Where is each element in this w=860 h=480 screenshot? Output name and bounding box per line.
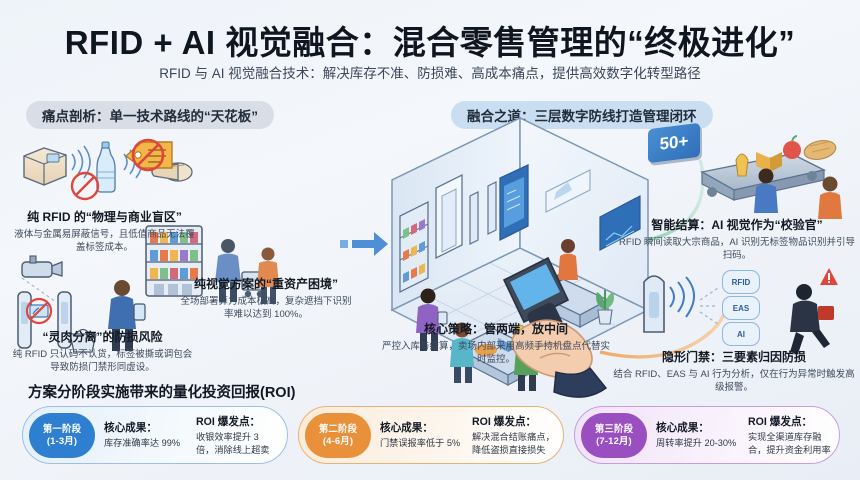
roi-result-value: 周转率提升 20-30% [656, 438, 737, 449]
page-title: RFID + AI 视觉融合：混合零售管理的“终极进化” [64, 24, 796, 61]
roi-impact-value: 实现全渠道库存融合，提升资金利用率 [748, 432, 831, 455]
caption-heading: 纯 RFID 的“物理与商业盲区” [27, 210, 182, 224]
roi-result-value: 门禁误报率低于 5% [380, 438, 461, 449]
roi-phase-range: (1-3月) [46, 435, 78, 446]
caption-body: 严控入库与结算，卖场内部采用高频手持机盘点代替实时监控。 [381, 341, 610, 366]
roi-impact-col: ROI 爆发点： 解决混合结账痛点，降低盗损直接损失 [472, 414, 555, 456]
art-rfid-blindspot [23, 138, 193, 201]
roi-phase-range: (7-12月) [596, 435, 632, 446]
caption-heading: 智能结算：AI 视觉作为“校验官” [651, 218, 823, 232]
badge-50-plus: 50+ [648, 122, 700, 164]
caption-heading: “灵肉分离”的防损风险 [42, 330, 163, 344]
chip-rfid: RFID [722, 270, 760, 294]
roi-result-col: 核心成果： 周转率提升 20-30% [656, 420, 739, 449]
caption-body: 全场部署算力成本极高，复杂遮挡下识别率难以达到 100%。 [180, 296, 352, 321]
roi-result-col: 核心成果： 门禁误报率低于 5% [380, 420, 463, 449]
roi-phase-card-3: 第三阶段 (7-12月) 核心成果： 周转率提升 20-30% ROI 爆发点：… [574, 406, 840, 464]
caption-body: 结合 RFID、EAS 与 AI 行为分析，仅在行为异常时触发高级报警。 [613, 369, 855, 394]
section-pill-fusion: 融合之道：三层数字防线打造管理闭环 [451, 101, 713, 129]
roi-phase-badge: 第二阶段 (4-6月) [305, 412, 371, 458]
roi-impact-col: ROI 爆发点： 收银效率提升 3 倍，消除线上超卖 [196, 414, 279, 456]
art-flow-arrow [340, 232, 388, 256]
page-subtitle: RFID 与 AI 视觉融合技术：解决库存不准、防损难、高成本痛点，提供高效数字… [159, 66, 701, 81]
roi-result-value: 库存准确率达 99% [104, 438, 181, 449]
roi-phase-card-2: 第二阶段 (4-6月) 核心成果： 门禁误报率低于 5% ROI 爆发点： 解决… [298, 406, 564, 464]
roi-impact-label: ROI 爆发点： [196, 416, 261, 429]
roi-impact-value: 收银效率提升 3 倍，消除线上超卖 [196, 432, 270, 455]
caption-rfid-blindspot: 纯 RFID 的“物理与商业盲区” 液体与金属易屏蔽信号，且低值商品无法覆盖标签… [12, 210, 197, 254]
caption-loss-prevention-risk: “灵肉分离”的防损风险 纯 RFID 只认码不认货，标签被撕或调包会导致防损门禁… [10, 330, 195, 374]
caption-invisible-gate: 隐形门禁：三要素归因防损 结合 RFID、EAS 与 AI 行为分析，仅在行为异… [612, 350, 856, 394]
roi-phase-badge: 第一阶段 (1-3月) [29, 412, 95, 458]
caption-core-strategy: 核心策略：管两端，放中间 严控入库与结算，卖场内部采用高频手持机盘点代替实时监控… [378, 322, 614, 366]
roi-phase-card-1: 第一阶段 (1-3月) 核心成果： 库存准确率达 99% ROI 爆发点： 收银… [22, 406, 288, 464]
roi-impact-value: 解决混合结账痛点，降低盗损直接损失 [472, 432, 555, 455]
caption-heading: 隐形门禁：三要素归因防损 [661, 350, 806, 364]
roi-phase-name: 第三阶段 [594, 422, 634, 434]
roi-result-col: 核心成果： 库存准确率达 99% [104, 420, 187, 449]
art-smart-checkout [700, 135, 842, 219]
caption-heading: 核心策略：管两端，放中间 [423, 322, 568, 336]
chip-ai: AI [722, 322, 760, 346]
roi-impact-col: ROI 爆发点： 实现全渠道库存融合，提升资金利用率 [748, 414, 831, 456]
roi-impact-label: ROI 爆发点： [472, 416, 537, 429]
roi-phase-range: (4-6月) [322, 435, 354, 446]
caption-body: 纯 RFID 只认码不认货，标签被撕或调包会导致防损门禁形同虚设。 [12, 349, 193, 374]
roi-phase-badge: 第三阶段 (7-12月) [581, 412, 647, 458]
roi-section-title: 方案分阶段实施带来的量化投资回报(ROI) [28, 385, 296, 401]
caption-body: 液体与金属易屏蔽信号，且低值商品无法覆盖标签成本。 [14, 229, 195, 254]
caption-body: RFID 瞬间读取大宗商品，AI 识别无标签物品识别并引导扫码。 [619, 237, 855, 262]
section-pill-pain-points: 痛点剖析：单一技术路线的“天花板” [26, 101, 274, 129]
roi-phase-name: 第二阶段 [318, 422, 358, 434]
caption-heading: 纯视觉方案的“重资产困境” [193, 277, 338, 291]
chip-eas: EAS [722, 296, 760, 320]
caption-smart-checkout: 智能结算：AI 视觉作为“校验官” RFID 瞬间读取大宗商品，AI 识别无标签… [618, 218, 856, 262]
roi-result-label: 核心成果： [656, 422, 709, 435]
roi-phase-list: 第一阶段 (1-3月) 核心成果： 库存准确率达 99% ROI 爆发点： 收银… [22, 406, 840, 464]
roi-result-label: 核心成果： [380, 422, 433, 435]
roi-impact-label: ROI 爆发点： [748, 416, 813, 429]
roi-phase-name: 第一阶段 [42, 422, 82, 434]
roi-result-label: 核心成果： [104, 422, 157, 435]
caption-vision-heavy-asset: 纯视觉方案的“重资产困境” 全场部署算力成本极高，复杂遮挡下识别率难以达到 10… [176, 277, 356, 321]
